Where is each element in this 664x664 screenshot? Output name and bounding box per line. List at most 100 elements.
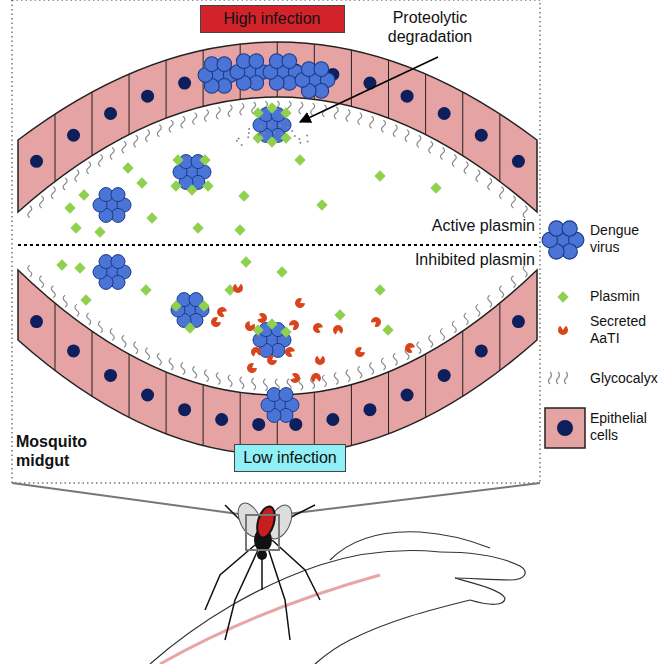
legend-item: Secreted AaTI <box>590 313 660 347</box>
plasmin <box>316 199 327 210</box>
mosquito <box>205 499 320 640</box>
debris <box>258 134 260 136</box>
glycocalyx <box>122 335 126 347</box>
legend-item: Epithelial cells <box>590 410 660 444</box>
aati <box>233 284 243 293</box>
cell-wall <box>388 372 389 434</box>
plasmin <box>276 266 287 277</box>
nucleus <box>252 418 265 431</box>
midgut <box>18 42 537 455</box>
glycocalyx <box>252 378 256 390</box>
debris <box>248 132 250 134</box>
glycocalyx <box>417 342 421 354</box>
glycocalyx <box>146 130 150 142</box>
glycocalyx <box>181 362 185 374</box>
debris <box>299 142 301 144</box>
glycocalyx <box>40 196 44 208</box>
nucleus <box>326 413 339 426</box>
glycocalyx <box>204 110 208 122</box>
plasmin <box>74 262 85 273</box>
debris <box>294 135 296 137</box>
cell-wall <box>129 354 130 417</box>
plasmin <box>252 132 263 143</box>
glycocalyx <box>28 206 32 218</box>
virus <box>542 221 584 259</box>
debris <box>291 130 293 132</box>
plasmin <box>266 136 277 147</box>
nucleus <box>30 155 43 168</box>
glycocalyx <box>488 178 492 190</box>
glycocalyx <box>157 125 161 137</box>
glycocalyx <box>134 135 138 147</box>
nucleus <box>67 129 80 142</box>
debris <box>236 140 238 142</box>
debris <box>287 126 289 128</box>
glycocalyx <box>358 366 362 378</box>
cell-wall <box>462 92 463 156</box>
aati <box>290 373 300 383</box>
legend-item: Glycocalyx <box>590 370 660 387</box>
aati <box>405 343 415 353</box>
cell-wall <box>129 74 130 135</box>
glycocalyx <box>134 342 138 354</box>
glycocalyx <box>476 170 480 182</box>
legend-item: Dengue virus <box>590 222 660 256</box>
frame <box>12 0 540 483</box>
aati <box>245 321 255 331</box>
glycocalyx <box>440 328 444 340</box>
glycocalyx <box>476 304 480 316</box>
aati <box>247 363 257 373</box>
glycocalyx <box>169 120 173 132</box>
aati <box>211 317 221 327</box>
plasmin <box>80 294 91 305</box>
plasmin <box>140 284 151 295</box>
glycocalyx <box>452 321 456 333</box>
plasmin <box>280 326 291 337</box>
glycocalyx <box>263 379 267 391</box>
aati <box>285 347 295 357</box>
label: Inhibited plasmin <box>390 250 535 269</box>
nucleus <box>512 315 525 328</box>
glycocalyx <box>63 178 67 190</box>
glycocalyx <box>228 105 232 117</box>
plasmin <box>202 180 213 191</box>
glycocalyx <box>381 120 385 132</box>
glycocalyx <box>299 102 303 114</box>
plasmin <box>122 162 133 173</box>
plasmin <box>374 284 385 295</box>
plasmin <box>280 107 291 118</box>
debris <box>263 132 265 134</box>
nucleus <box>512 155 525 168</box>
cell-wall <box>351 385 352 446</box>
glycocalyx <box>334 107 338 119</box>
aati <box>289 320 299 330</box>
legend-text: Plasmin <box>590 288 640 304</box>
zoom-line <box>12 483 246 515</box>
glycocalyx <box>193 113 197 125</box>
hand <box>150 532 525 664</box>
plasmin <box>146 212 157 223</box>
legend-text: Glycocalyx <box>590 370 658 386</box>
nucleus <box>475 344 488 357</box>
plasmin <box>186 184 197 195</box>
cell-sample <box>545 408 585 448</box>
nucleus <box>401 389 414 402</box>
plasmin <box>240 256 251 267</box>
glycocalyx <box>87 313 91 325</box>
aati <box>313 323 323 333</box>
glycocalyx <box>216 107 220 119</box>
glycocalyx <box>393 125 397 137</box>
glycocalyx <box>393 353 397 365</box>
glycocalyx <box>157 353 161 365</box>
aati <box>217 307 227 317</box>
glycocalyx <box>440 148 444 160</box>
plasmin <box>136 177 147 188</box>
label: Active plasmin <box>395 216 535 235</box>
debris <box>241 144 243 146</box>
glycocalyx <box>370 116 374 128</box>
plasmin <box>198 300 209 311</box>
cell-wall <box>499 114 500 181</box>
plasmin <box>64 202 75 213</box>
cell-wall <box>55 303 56 370</box>
